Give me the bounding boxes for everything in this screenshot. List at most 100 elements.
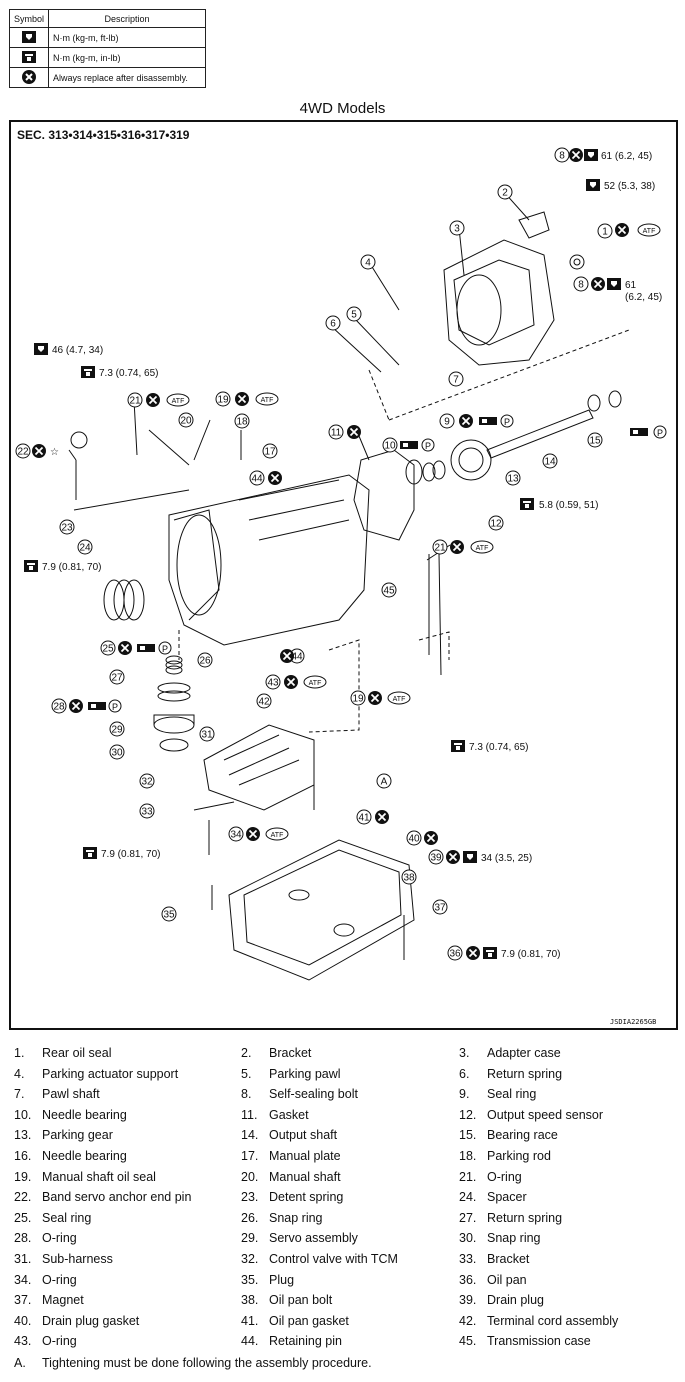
torque-label: 61 (6.2, 45): [601, 151, 652, 162]
figure-title: 4WD Models: [299, 100, 386, 117]
legend-num: 36.: [459, 1272, 477, 1287]
legend-num: 11.: [241, 1107, 258, 1122]
svg-text:12: 12: [490, 519, 502, 530]
legend-num: 30.: [459, 1231, 477, 1246]
legend-num: 17.: [241, 1149, 259, 1163]
svg-text:6: 6: [330, 319, 336, 330]
atf-label: ATF: [476, 545, 489, 552]
torque-label: 52 (5.3, 38): [604, 181, 655, 192]
servo-assembly: [153, 716, 195, 734]
legend-label: O-ring: [42, 1272, 77, 1287]
legend-label: Output speed sensor: [487, 1107, 604, 1122]
svg-text:43: 43: [267, 678, 279, 689]
svg-text:15: 15: [589, 436, 601, 447]
svg-text:44: 44: [291, 652, 303, 663]
legend-label: Oil pan: [487, 1272, 527, 1287]
legend-num: 21.: [459, 1169, 477, 1184]
legend-num: 15.: [459, 1128, 477, 1143]
svg-text:28: 28: [53, 702, 65, 713]
petrolatum-label: P: [504, 417, 510, 427]
legend-num: 1.: [14, 1046, 25, 1060]
legend-num: 7.: [14, 1087, 25, 1102]
legend-label: Snap ring: [269, 1210, 323, 1225]
svg-text:30: 30: [111, 748, 123, 759]
legend-label: Transmission case: [487, 1334, 591, 1349]
symbol-desc: N·m (kg-m, ft-lb): [48, 27, 206, 48]
svg-text:35: 35: [163, 910, 175, 921]
atf-label: ATF: [261, 397, 274, 404]
legend-label: Seal ring: [487, 1087, 537, 1102]
svg-text:19: 19: [352, 694, 364, 705]
legend-label: Control valve with TCM: [269, 1252, 398, 1266]
legend-label: Return spring: [487, 1210, 563, 1225]
legend-label: Manual shaft oil seal: [42, 1169, 156, 1184]
legend-num: 5.: [241, 1066, 252, 1081]
legend-label: Oil pan bolt: [269, 1293, 333, 1308]
legend-label: Parking pawl: [269, 1066, 341, 1081]
svg-text:2: 2: [502, 188, 508, 199]
svg-text:36: 36: [449, 949, 461, 960]
svg-text:21: 21: [434, 543, 446, 554]
legend-num: 20.: [241, 1169, 259, 1184]
legend-label: Bracket: [269, 1046, 312, 1060]
legend-num: 24.: [459, 1190, 477, 1205]
legend-label: Parking actuator support: [42, 1066, 179, 1081]
legend-label: Spacer: [487, 1190, 527, 1205]
symbol-desc: Always replace after disassembly.: [48, 67, 206, 88]
star-label: ☆: [50, 447, 59, 458]
description-header: Description: [48, 9, 206, 28]
svg-text:33: 33: [141, 807, 153, 818]
svg-text:24: 24: [79, 543, 91, 554]
svg-text:42: 42: [258, 697, 270, 708]
legend-label: Manual plate: [269, 1149, 341, 1163]
petrolatum-label: P: [112, 702, 118, 712]
legend-num: 26.: [241, 1210, 259, 1225]
legend-num: 12.: [459, 1107, 477, 1122]
legend-label: Needle bearing: [42, 1107, 127, 1122]
legend-label: Parking rod: [487, 1149, 551, 1163]
section-label: SEC. 313•314•315•316•317•319: [17, 128, 190, 142]
atf-label: ATF: [643, 228, 656, 235]
torque-label: 7.9 (0.81, 70): [101, 849, 160, 860]
svg-text:8: 8: [578, 280, 584, 291]
svg-text:14: 14: [544, 457, 556, 468]
control-valve: [203, 724, 315, 811]
legend-label: Snap ring: [487, 1231, 541, 1246]
parking-gear: [450, 439, 492, 481]
torque-label: 7.3 (0.74, 65): [469, 742, 528, 753]
symbol-desc: N·m (kg-m, in-lb): [48, 47, 206, 68]
torque-label: 61: [625, 280, 637, 291]
legend-label: O-ring: [42, 1231, 77, 1246]
legend-label: Sub-harness: [42, 1252, 113, 1266]
legend-label: Detent spring: [269, 1190, 344, 1205]
legend-num: 25.: [14, 1210, 32, 1225]
symbol-header: Symbol: [8, 9, 50, 28]
legend-label: Parking gear: [42, 1128, 113, 1143]
legend-label: Bracket: [487, 1252, 530, 1266]
legend-num: 35.: [241, 1272, 259, 1287]
legend-label: Pawl shaft: [42, 1087, 100, 1102]
torque-label: (6.2, 45): [625, 292, 662, 303]
torque-label: 46 (4.7, 34): [52, 345, 103, 356]
svg-text:22: 22: [17, 447, 29, 458]
petrolatum-label: P: [425, 441, 431, 451]
svg-text:19: 19: [217, 395, 229, 406]
legend-num: 39.: [459, 1293, 477, 1308]
legend-num: 45.: [459, 1334, 477, 1349]
legend-num: 38.: [241, 1293, 259, 1308]
svg-text:38: 38: [403, 873, 415, 884]
legend-num: 28.: [14, 1231, 32, 1246]
note-label: Tightening must be done following the as…: [42, 1356, 372, 1370]
oil-pan: [228, 839, 415, 981]
legend-num: 40.: [14, 1313, 32, 1328]
svg-text:20: 20: [180, 416, 192, 427]
legend-label: Seal ring: [42, 1210, 92, 1225]
note-a: A. Tightening must be done following the…: [14, 1356, 372, 1370]
legend-num: 34.: [14, 1272, 32, 1287]
torque-label: 7.9 (0.81, 70): [42, 562, 101, 573]
svg-text:11: 11: [331, 428, 342, 439]
svg-text:26: 26: [199, 656, 211, 667]
legend-num: 32.: [241, 1252, 259, 1266]
legend-num: 2.: [241, 1046, 252, 1060]
legend-num: 16.: [14, 1149, 32, 1163]
